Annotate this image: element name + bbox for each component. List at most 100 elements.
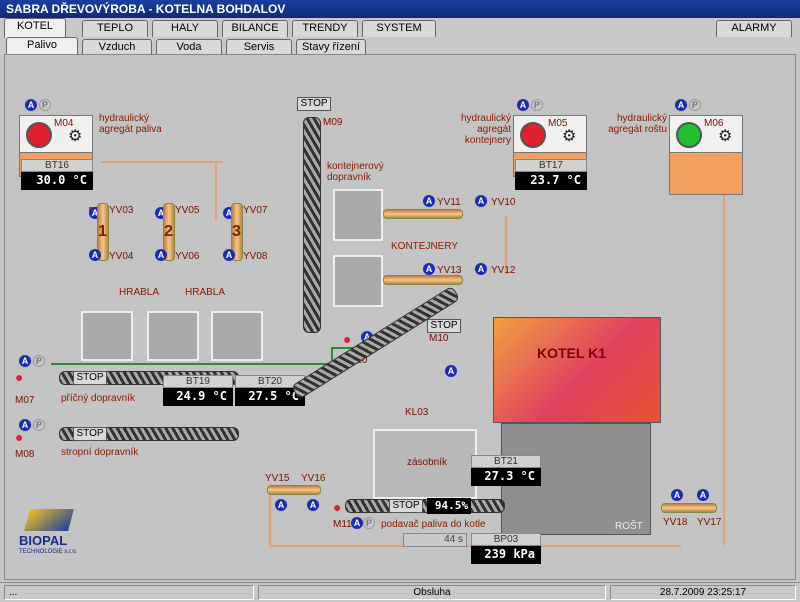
auto-badge: A bbox=[475, 263, 487, 275]
auto-badge: A bbox=[445, 365, 457, 377]
cylinder-number: 3 bbox=[232, 223, 241, 240]
temperature-readout: 27.3 °C bbox=[471, 468, 541, 486]
motor-icon: ● bbox=[333, 499, 342, 515]
subtab-servis[interactable]: Servis bbox=[226, 39, 292, 54]
feeder-cylinder[interactable] bbox=[267, 485, 321, 495]
auto-badge: A bbox=[223, 249, 235, 261]
motor-code: M05 bbox=[548, 118, 568, 129]
valve-yv06-label: YV06 bbox=[175, 251, 200, 262]
motor-code: M08 bbox=[15, 449, 35, 460]
grate-label: ROŠT bbox=[615, 521, 643, 532]
auto-badge: A bbox=[697, 489, 709, 501]
motor-code: M06 bbox=[704, 118, 724, 129]
air-line bbox=[51, 363, 331, 365]
status-user: Obsluha bbox=[258, 585, 606, 600]
tab-kotel[interactable]: KOTEL bbox=[4, 18, 66, 38]
sensor-name: BT21 bbox=[471, 455, 541, 468]
conveyor-label: kontejnerový dopravník bbox=[327, 161, 384, 183]
auto-badge: A bbox=[423, 263, 435, 275]
logo-subtext: TECHNOLOGIE s.r.o. bbox=[19, 549, 78, 555]
grate-cylinder[interactable] bbox=[661, 503, 717, 513]
aggregate-m06[interactable]: M06 ⚙ bbox=[669, 115, 743, 195]
hrabla-label: HRABLA bbox=[119, 287, 160, 298]
valve-yv07-label: YV07 bbox=[243, 205, 268, 216]
status-datetime: 28.7.2009 23:25:17 bbox=[610, 585, 796, 600]
sub-tab-bar: Palivo Vzduch Voda Servis Stavy řízení bbox=[0, 37, 800, 54]
cylinder-3[interactable] bbox=[231, 203, 243, 261]
m08-stop-button[interactable]: STOP bbox=[73, 427, 107, 441]
manual-badge: P bbox=[531, 99, 543, 111]
temperature-readout: 24.9 °C bbox=[163, 388, 233, 406]
subtab-vzduch[interactable]: Vzduch bbox=[82, 39, 152, 54]
aggregate-body bbox=[670, 152, 742, 194]
manual-badge: P bbox=[33, 419, 45, 431]
m10-stop-button[interactable]: STOP bbox=[427, 319, 461, 333]
container-cylinder[interactable] bbox=[383, 275, 463, 285]
rake-grate bbox=[211, 311, 263, 361]
temperature-readout: 30.0 °C bbox=[21, 172, 93, 190]
auto-badge: A bbox=[475, 195, 487, 207]
auto-badge: A bbox=[275, 499, 287, 511]
aggregate-label: hydraulický agregát roštu bbox=[608, 113, 667, 135]
container-2 bbox=[333, 255, 383, 307]
aggregate-label: hydraulický agregát paliva bbox=[99, 113, 162, 135]
valve-yv08-label: YV08 bbox=[243, 251, 268, 262]
valve-yv15-label: YV15 bbox=[265, 473, 290, 484]
boiler-k1 bbox=[493, 317, 661, 423]
pressure-readout: 239 kPa bbox=[471, 546, 541, 564]
temperature-readout: 27.5 °C bbox=[235, 388, 305, 406]
auto-badge: A bbox=[517, 99, 529, 111]
valve-yv13-label: YV13 bbox=[437, 265, 462, 276]
cylinder-2[interactable] bbox=[163, 203, 175, 261]
m07-stop-button[interactable]: STOP bbox=[73, 371, 107, 385]
valve-yv05-label: YV05 bbox=[175, 205, 200, 216]
tab-system[interactable]: SYSTEM bbox=[362, 20, 436, 37]
hrabla-label: HRABLA bbox=[185, 287, 226, 298]
process-canvas: A P M04 ⚙ hydraulický agregát paliva BT1… bbox=[4, 54, 796, 580]
biopal-logo-icon bbox=[24, 509, 74, 531]
window-title: SABRA DŘEVOVÝROBA - KOTELNA BOHDALOV bbox=[0, 0, 800, 18]
motor-code: M04 bbox=[54, 118, 74, 129]
subtab-stavy-rizeni[interactable]: Stavy řízení bbox=[296, 39, 366, 54]
manual-badge: P bbox=[33, 355, 45, 367]
tab-teplo[interactable]: TEPLO bbox=[82, 20, 148, 37]
sensor-name: BP03 bbox=[471, 533, 541, 546]
cylinder-1[interactable] bbox=[97, 203, 109, 261]
manual-badge: P bbox=[689, 99, 701, 111]
valve-yv16-label: YV16 bbox=[301, 473, 326, 484]
conveyor-label: stropní dopravník bbox=[61, 447, 139, 458]
valve-yv03-label: YV03 bbox=[109, 205, 134, 216]
container-1 bbox=[333, 189, 383, 241]
valve-icon: ⚙ bbox=[68, 128, 83, 145]
timer-readout: 44 s bbox=[403, 533, 467, 547]
logo-text: BIOPAL bbox=[19, 533, 68, 548]
auto-badge: A bbox=[307, 499, 319, 511]
container-cylinder[interactable] bbox=[383, 209, 463, 219]
auto-badge: A bbox=[155, 249, 167, 261]
air-line bbox=[331, 347, 333, 365]
tab-bilance[interactable]: BILANCE bbox=[222, 20, 288, 37]
valve-yv18-label: YV18 bbox=[663, 517, 688, 528]
tab-haly[interactable]: HALY bbox=[152, 20, 218, 37]
tab-trendy[interactable]: TRENDY bbox=[292, 20, 358, 37]
hydraulic-line bbox=[101, 161, 223, 163]
m09-stop-button[interactable]: STOP bbox=[297, 97, 331, 111]
fuel-feeder[interactable] bbox=[345, 499, 505, 513]
motor-code: M07 bbox=[15, 395, 35, 406]
auto-badge: A bbox=[25, 99, 37, 111]
subtab-voda[interactable]: Voda bbox=[156, 39, 222, 54]
container-conveyor[interactable] bbox=[303, 117, 321, 333]
m11-stop-button[interactable]: STOP bbox=[389, 499, 423, 513]
status-bar: ... Obsluha 28.7.2009 23:25:17 bbox=[0, 582, 800, 602]
auto-badge: A bbox=[351, 517, 363, 529]
feeder-speed-readout: 94.5% bbox=[427, 498, 471, 514]
rake-grate bbox=[81, 311, 133, 361]
tab-alarmy[interactable]: ALARMY bbox=[716, 20, 792, 37]
status-left: ... bbox=[4, 585, 254, 600]
subtab-palivo[interactable]: Palivo bbox=[6, 37, 78, 54]
valve-yv11-label: YV11 bbox=[437, 197, 461, 208]
status-lamp-green bbox=[676, 122, 702, 148]
aggregate-label: hydraulický agregát kontejnery bbox=[460, 113, 511, 146]
boiler-label: KOTEL K1 bbox=[537, 345, 606, 361]
sensor-name: BT17 bbox=[515, 159, 587, 172]
